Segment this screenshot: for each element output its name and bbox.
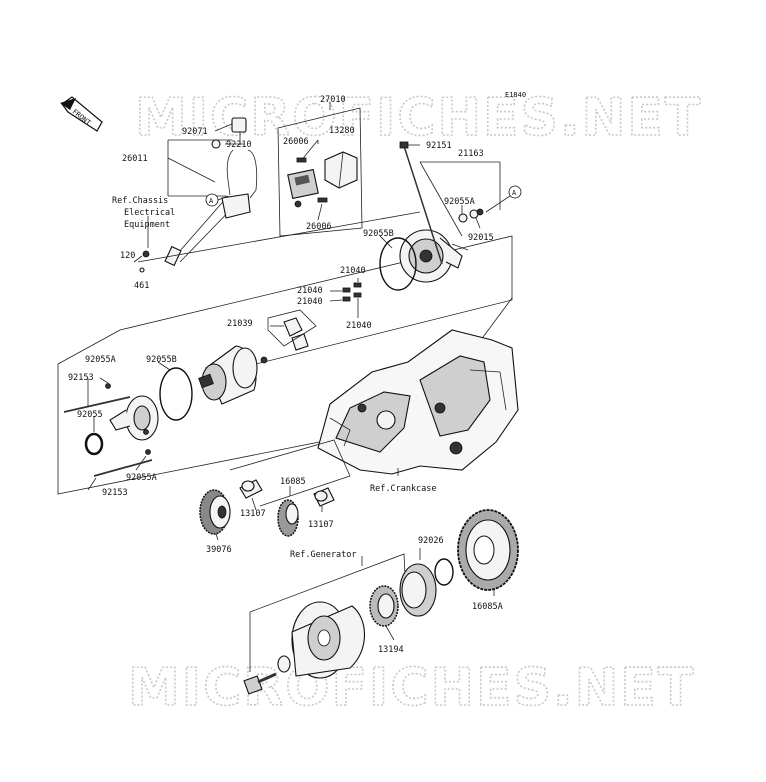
label-27010: 27010 — [320, 95, 346, 105]
label-21163: 21163 — [458, 149, 484, 159]
label-120: 120 — [120, 251, 135, 261]
nut-small-top — [476, 208, 484, 216]
gear-16085-part — [277, 499, 299, 537]
washer-92055A-left — [105, 383, 111, 389]
leader-lines-motor — [87, 361, 171, 491]
o-ring-92055B-left — [159, 367, 193, 421]
gear-39076-part — [199, 489, 231, 535]
washer-92026 — [434, 558, 454, 586]
label-16085A: 16085A — [472, 602, 503, 612]
label-92055A-left: 92055A — [85, 355, 116, 365]
svg-text:A: A — [209, 197, 214, 205]
label-92055B-top: 92055B — [363, 229, 394, 239]
label-21040-a: 21040 — [340, 266, 366, 276]
label-13280: 13280 — [329, 126, 355, 136]
label-26006-top: 26006 — [283, 137, 309, 147]
label-92151: 92151 — [426, 141, 452, 151]
rotor-bolt — [243, 672, 277, 695]
washer-92055A-bottom — [145, 449, 151, 455]
label-21039: 21039 — [227, 319, 253, 329]
label-13194: 13194 — [378, 645, 404, 655]
starter-motor-part — [198, 345, 258, 405]
clip-26006-bottom — [317, 197, 328, 203]
leader-lines-top-right — [379, 144, 501, 249]
bolt-92153-top — [63, 396, 131, 413]
page-code: E1840 — [505, 91, 526, 99]
label-39076: 39076 — [206, 545, 232, 555]
label-13107-b: 13107 — [308, 520, 334, 530]
label-26011: 26011 — [122, 154, 148, 164]
label-21040-c: 21040 — [297, 297, 323, 307]
brushes-21040-parts — [329, 278, 362, 318]
ref-chassis-line2: Electrical — [124, 208, 175, 218]
label-92055B-left: 92055B — [146, 355, 177, 365]
front-cover-part — [109, 395, 159, 441]
bolt-92153-bottom — [93, 459, 153, 477]
label-92153-top: 92153 — [68, 373, 94, 383]
label-92015: 92015 — [468, 233, 494, 243]
label-92026: 92026 — [418, 536, 444, 546]
washer-92055A-top — [458, 213, 468, 223]
ref-chassis-line3: Equipment — [124, 220, 170, 230]
label-13107-a: 13107 — [240, 509, 266, 519]
label-92071: 92071 — [182, 127, 208, 137]
label-21040-d: 21040 — [346, 321, 372, 331]
o-ring-92055B-top — [379, 237, 417, 291]
shaft-13107-b — [313, 487, 335, 507]
label-92055: 92055 — [77, 410, 103, 420]
nut-92210 — [211, 139, 221, 149]
label-92055A-top: 92055A — [444, 197, 475, 207]
brush-holder-21039-part — [260, 309, 317, 364]
fuse-13280-part — [324, 151, 358, 189]
washer-461 — [139, 267, 145, 273]
starter-clutch-13194-part — [369, 585, 399, 627]
ref-generator-label: Ref.Generator — [290, 550, 357, 560]
label-21040-b: 21040 — [297, 286, 323, 296]
starter-relay-part — [287, 168, 319, 208]
front-arrow-icon: FRONT — [60, 96, 103, 132]
label-92055A-bottom: 92055A — [126, 473, 157, 483]
relay-group-box — [277, 102, 363, 237]
o-ring-92055 — [84, 432, 104, 456]
ref-crankcase-label: Ref.Crankcase — [370, 484, 437, 494]
label-92210: 92210 — [226, 140, 252, 150]
leader-lines-gears — [215, 439, 351, 541]
label-461: 461 — [134, 281, 149, 291]
ref-marker-a-right: A — [485, 185, 522, 213]
watermark-top: MICROFICHES.NET — [135, 88, 702, 148]
crankcase-part — [317, 329, 519, 475]
svg-text:A: A — [512, 189, 517, 197]
watermark-bottom: MICROFICHES.NET — [128, 658, 695, 718]
gear-16085A-part — [457, 509, 519, 591]
ref-marker-a-left: A — [205, 193, 229, 207]
bolt-120 — [142, 250, 150, 258]
label-92153-bottom: 92153 — [102, 488, 128, 498]
leader-lines-clutch — [385, 548, 495, 641]
ref-chassis-line1: Ref.Chassis — [112, 196, 168, 206]
label-26006-bottom: 26006 — [306, 222, 332, 232]
rear-cover-21163-part — [399, 229, 469, 283]
label-16085: 16085 — [280, 477, 306, 487]
washer-rotor — [277, 655, 291, 673]
rotor-part — [291, 601, 365, 679]
clutch-housing-part — [399, 563, 437, 617]
shaft-13107-a — [239, 479, 263, 499]
